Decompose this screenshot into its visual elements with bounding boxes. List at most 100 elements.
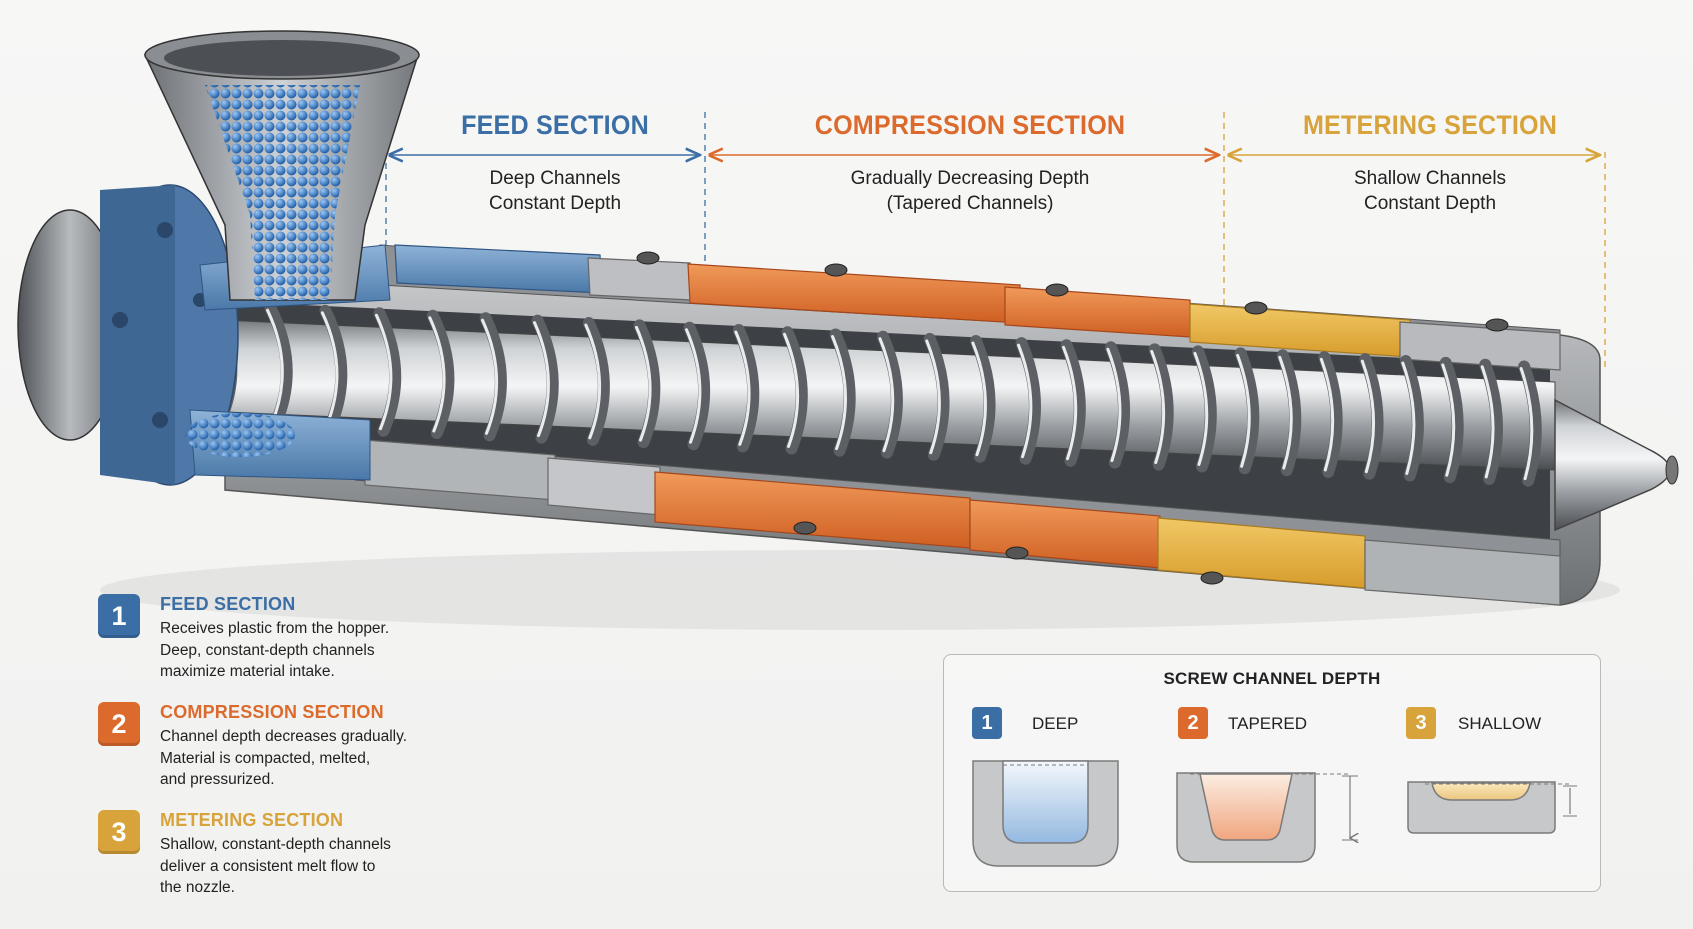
legend-description: Channel depth decreases gradually. Mater… (160, 726, 407, 791)
metering-section-title: METERING SECTION (1302, 110, 1558, 140)
legend-line: Deep, constant-depth channels (160, 641, 375, 659)
screw-flight (1015, 337, 1041, 465)
legend-title: COMPRESSION SECTION (160, 702, 384, 722)
screw-flight-highlight (971, 341, 987, 457)
legend-badge-1: 1 (98, 594, 140, 638)
screw-flight-highlight (1193, 351, 1209, 466)
screw-flight (1479, 358, 1503, 485)
screw-flight (923, 332, 950, 461)
metering-section-line2: Constant Depth (1363, 193, 1497, 214)
heater-bands (364, 244, 1561, 606)
screw-flight-highlight (1017, 343, 1033, 459)
screw-flight (781, 326, 808, 455)
screw-flight (319, 304, 348, 435)
screw-flight-highlight (1319, 357, 1335, 472)
feed-section-line2: Constant Depth (488, 193, 622, 214)
legend-line: Material is compacted, melted, (160, 749, 371, 767)
screw-flight-highlight (374, 313, 393, 431)
screw-flight-highlight (831, 335, 847, 451)
screw-flight (479, 312, 507, 442)
screw-flight (633, 319, 661, 449)
screw-flight-highlight (320, 311, 339, 428)
screw-flight-highlight (635, 325, 652, 442)
legend-description: Shallow, constant-depth channels deliver… (160, 834, 391, 899)
hopper (143, 30, 420, 301)
screw-flight-highlight (1236, 353, 1251, 468)
screw-flight (582, 317, 610, 446)
legend-badge-3: 3 (98, 810, 140, 854)
screw-flight-highlight (533, 321, 550, 438)
screw-flight (1518, 360, 1542, 487)
screw-flight (1276, 349, 1302, 477)
legend-badge-2: 2 (98, 702, 140, 746)
screw-flight-highlight (1480, 365, 1495, 479)
legend-line: Shallow, constant-depth channels (160, 836, 391, 853)
legend-line: Channel depth decreases gradually. (160, 728, 408, 745)
screw-flight-highlight (734, 330, 751, 446)
screw-flight-highlight (1401, 361, 1416, 475)
screw-flight (1399, 355, 1424, 482)
legend-title: FEED SECTION (160, 594, 296, 614)
screw-flight (1359, 353, 1384, 480)
screw-flight-highlight (1519, 367, 1534, 481)
feed-section-title: FEED SECTION (461, 110, 649, 140)
depth-label: DEEP (1032, 714, 1079, 733)
screw-flight (373, 307, 402, 437)
screw-flight (426, 309, 455, 440)
screw-flight (1104, 341, 1131, 469)
screw-flight-highlight (878, 337, 895, 453)
legend-line: and pressurized. (160, 771, 275, 788)
legend-line: maximize material intake. (160, 663, 335, 680)
screw-flight (732, 324, 760, 453)
screw-flight-highlight (684, 328, 702, 444)
channel-depth-panel: SCREW CHANNEL DEPTH 1 DEEP 2 TAPERED 3 S… (943, 654, 1601, 892)
metering-section-subtitle: Shallow Channels Constant Depth (1330, 166, 1530, 216)
screw-flight-highlight (1441, 363, 1456, 477)
legend-title: METERING SECTION (160, 810, 344, 830)
legend-line: deliver a consistent melt flow to (160, 857, 376, 875)
feed-section-subtitle: Deep Channels Constant Depth (455, 166, 655, 216)
compression-section-title: COMPRESSION SECTION (814, 110, 1126, 140)
screw-flight-highlight (1062, 345, 1078, 461)
compression-section-subtitle: Gradually Decreasing Depth (Tapered Chan… (820, 166, 1120, 216)
screw-flight-highlight (1150, 349, 1166, 465)
depth-badge-2: 2 (1178, 707, 1208, 739)
section-dimension-lines (385, 112, 1606, 370)
screw-flight (1234, 347, 1260, 475)
screw-flight (1060, 339, 1086, 467)
depth-badge-1: 1 (972, 707, 1002, 739)
channel-depth-drawings (972, 760, 1577, 867)
screw-flight-highlight (1278, 355, 1293, 470)
screw-flight-highlight (266, 308, 284, 426)
screw-flight-highlight (783, 332, 800, 449)
screw-flight (969, 335, 996, 463)
depth-label: TAPERED (1228, 714, 1308, 733)
channel-depth-title: SCREW CHANNEL DEPTH (1163, 669, 1381, 688)
screw-flight-highlight (428, 316, 446, 433)
nozzle (1554, 398, 1679, 532)
compression-section-line2: (Tapered Channels) (886, 193, 1054, 214)
screw-flight (1191, 345, 1217, 473)
legend-description: Receives plastic from the hopper. Deep, … (160, 618, 389, 683)
depth-badge-3: 3 (1406, 707, 1436, 739)
screw-flight (683, 321, 711, 451)
compression-section-line1: Gradually Decreasing Depth (850, 168, 1090, 189)
depth-label: SHALLOW (1458, 714, 1542, 733)
legend-line: Receives plastic from the hopper. (160, 620, 390, 637)
screw-flight-highlight (584, 323, 602, 440)
screw (179, 299, 1556, 487)
screw-flight-highlight (925, 339, 941, 455)
feed-section-line1: Deep Channels (489, 168, 621, 189)
screw-flight-highlight (1360, 359, 1376, 474)
screw-flight (264, 302, 293, 432)
screw-flight (876, 330, 903, 459)
legend-line: the nozzle. (160, 879, 235, 896)
screw-flight-highlight (1106, 347, 1122, 463)
screw-flight (829, 328, 856, 457)
screw-flight (1439, 356, 1464, 484)
screw-flight-highlight (481, 318, 499, 435)
screw-flight (1318, 351, 1343, 478)
screw-flight (1148, 343, 1174, 471)
screw-flight (531, 314, 559, 444)
